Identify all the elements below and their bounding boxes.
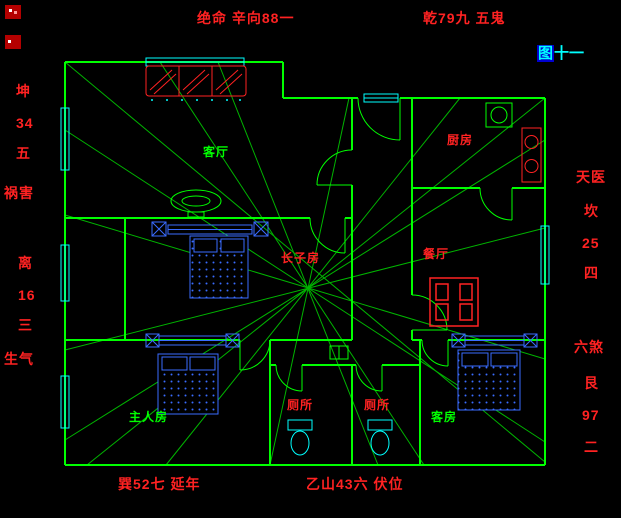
room-label-toilet-2: 厕所 [364,398,391,412]
room-label-eldest-son: 长子房 [281,251,321,265]
beds [157,235,521,415]
compass-left-34: 34 [16,115,34,131]
compass-right-25: 25 [582,235,600,251]
room-label-living: 客厅 [203,145,230,159]
compass-right-97: 97 [582,407,600,423]
compass-right-liusha: 六煞 [574,339,604,355]
room-label-guest: 客房 [431,410,458,424]
figure-label: 图十一 [537,45,585,62]
dining-set [429,277,479,327]
compass-right-tianyi: 天医 [576,169,606,185]
room-label-dining: 餐厅 [423,247,450,261]
compass-top-left-label: 绝命 辛向88一 [197,10,295,26]
corridor-cabinet [329,345,349,360]
figure-label-highlight: 图 [537,45,555,62]
compass-left-kun: 坤 [16,83,31,99]
doors [239,97,513,392]
room-label-master: 主人房 [129,410,169,424]
compass-left-huohai: 祸害 [4,185,34,201]
compass-top-right-label: 乾79九 五鬼 [423,10,506,26]
interior-windows [145,221,538,348]
compass-bottom-left-label: 巽52七 延年 [118,476,201,492]
compass-left-li: 离 [18,255,33,271]
compass-bottom-right-label: 乙山43六 伏位 [306,476,404,492]
tv-cabinet [170,189,222,218]
compass-left-16: 16 [18,287,36,303]
room-label-kitchen: 厨房 [447,133,474,147]
compass-right-si: 四 [584,265,599,281]
compass-left-wu: 五 [16,145,31,161]
sofa [145,65,247,97]
compass-left-shengqi: 生气 [4,351,34,367]
figure-label-text: 十一 [554,45,585,62]
sofa-carpet-dots [151,99,241,101]
compass-right-er: 二 [584,439,599,455]
room-label-toilet-1: 厕所 [287,398,314,412]
toilets [287,419,393,456]
compass-left-san: 三 [18,317,33,333]
kitchen-fixtures [485,102,542,183]
corner-markers [5,5,21,49]
compass-right-kan: 坎 [584,203,599,219]
compass-right-gen: 艮 [584,375,599,391]
